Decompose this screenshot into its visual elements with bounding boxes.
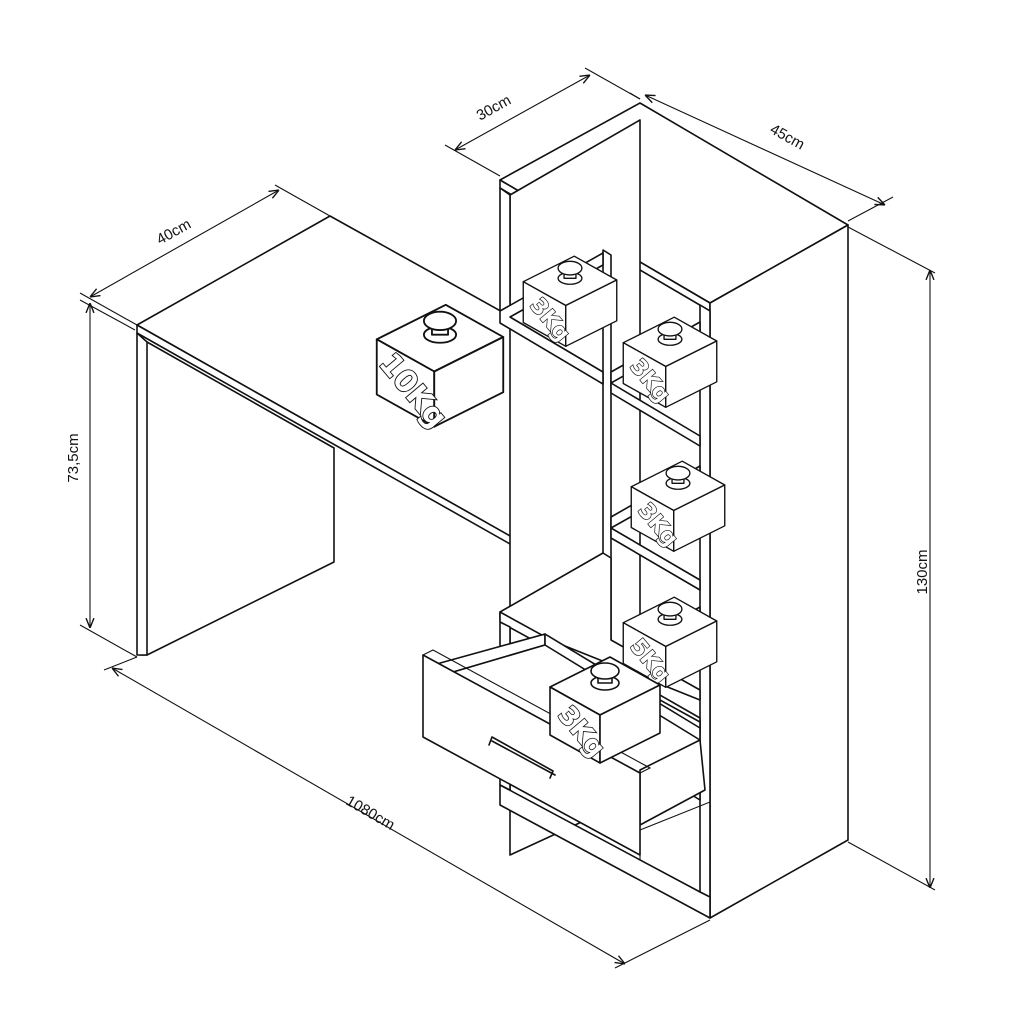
shelf-right-panel [709, 224, 849, 919]
desk-leg-front [136, 332, 148, 656]
dim-total-width: 1080cm [343, 792, 398, 833]
dim-shelf-width: 45cm [767, 121, 807, 154]
shelf-board-1-front [610, 382, 701, 447]
dimension-lines [79, 67, 936, 969]
shelf-front-edge [699, 304, 711, 919]
weight-block-niche-middle: 3Kg [630, 460, 726, 552]
dim-total-height: 130cm [914, 549, 931, 594]
dim-desk-height: 73,5cm [65, 433, 82, 482]
shelf-board-2-front [610, 527, 701, 591]
weight-block-niche-top-right: 3Kg [622, 316, 718, 408]
dim-shelf-depth: 30cm [474, 92, 514, 125]
desk [136, 215, 604, 656]
dim-desk-depth: 40cm [154, 216, 194, 249]
shelf-left-panel [499, 187, 511, 318]
weight-block-niche-top-left: 3Kg [522, 255, 618, 347]
